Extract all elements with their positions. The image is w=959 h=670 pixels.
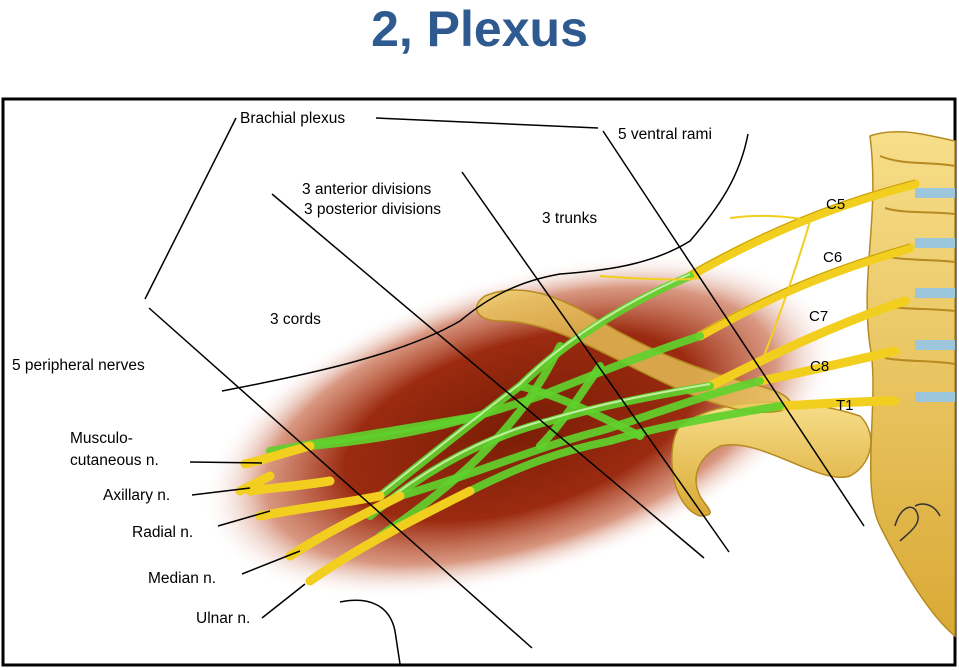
first-rib — [671, 401, 872, 517]
label-musculocutaneous-line2: cutaneous n. — [70, 452, 159, 469]
label-root-t1: T1 — [836, 397, 854, 414]
label-root-c7: C7 — [809, 308, 828, 325]
brachial-plexus-figure: Brachial plexus 5 ventral rami 3 anterio… — [0, 96, 959, 670]
label-trunks: 3 trunks — [542, 210, 597, 227]
leader-lines — [144, 117, 865, 665]
label-musculocutaneous-line1: Musculo- — [70, 430, 133, 447]
label-axillary: Axillary n. — [103, 487, 170, 504]
label-ulnar: Ulnar n. — [196, 610, 250, 627]
label-anterior-divisions: 3 anterior divisions — [302, 181, 431, 198]
label-ventral-rami: 5 ventral rami — [618, 126, 712, 143]
label-posterior-divisions: 3 posterior divisions — [304, 201, 441, 218]
label-peripheral-nerves: 5 peripheral nerves — [12, 357, 145, 374]
label-root-c5: C5 — [826, 196, 845, 213]
label-radial: Radial n. — [132, 524, 193, 541]
slide-title: 2, Plexus — [371, 1, 588, 57]
label-median: Median n. — [148, 570, 216, 587]
label-cords: 3 cords — [270, 311, 321, 328]
label-brachial-plexus: Brachial plexus — [240, 110, 345, 127]
label-root-c8: C8 — [810, 358, 829, 375]
nerve-roots — [685, 179, 920, 411]
plexus-network — [266, 272, 784, 540]
small-nerves — [599, 214, 811, 367]
brachial-plexus-svg: Brachial plexus 5 ventral rami 3 anterio… — [1, 97, 957, 667]
artist-signature — [894, 503, 941, 542]
label-root-c6: C6 — [823, 249, 842, 266]
plexus-highlight — [369, 273, 711, 515]
